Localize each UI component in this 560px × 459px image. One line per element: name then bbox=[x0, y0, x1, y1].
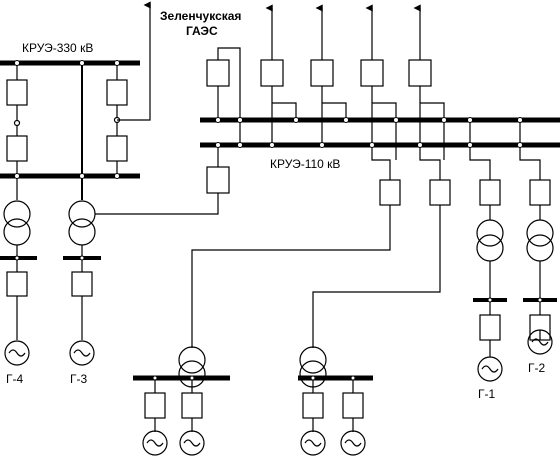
breaker-110-g2 bbox=[529, 179, 551, 206]
generator-g3 bbox=[69, 340, 95, 366]
label-station-line1: Зеленчукская bbox=[160, 9, 241, 23]
breaker-110-line3 bbox=[310, 59, 334, 87]
label-g1: Г-1 bbox=[478, 387, 495, 401]
transformer-g2-upper bbox=[526, 219, 554, 247]
breaker-bl2-a bbox=[302, 392, 324, 419]
breaker-110-g1 bbox=[479, 179, 501, 206]
transformer-g1-upper bbox=[476, 219, 504, 247]
transformer-g1-lower bbox=[476, 234, 504, 262]
breaker-110-line1 bbox=[206, 59, 230, 87]
autotransformer-link bbox=[95, 193, 219, 215]
breaker-g3 bbox=[71, 271, 93, 297]
breaker-330-bay2-bottom bbox=[106, 135, 128, 162]
generator-g4 bbox=[4, 340, 30, 366]
breaker-110-autotransformer bbox=[206, 166, 230, 194]
transformer-bl2-upper bbox=[299, 346, 327, 374]
generator-g2 bbox=[527, 329, 553, 355]
generator-bl2-b bbox=[340, 430, 366, 456]
label-kruz110: КРУЭ-110 кВ bbox=[270, 157, 340, 171]
breaker-110-line4 bbox=[360, 59, 384, 87]
breaker-330-bay1-top bbox=[6, 79, 28, 106]
breaker-bl1-a bbox=[144, 392, 166, 419]
label-g4: Г-4 bbox=[6, 372, 23, 386]
breaker-110-line2 bbox=[260, 59, 284, 87]
line-to-zelenchuk bbox=[117, 1, 151, 121]
breaker-110-feeder1 bbox=[379, 179, 401, 206]
generator-bl1-b bbox=[179, 430, 205, 456]
label-station-line2: ГАЭС bbox=[186, 24, 218, 38]
breaker-g4 bbox=[6, 271, 28, 297]
breaker-110-feeder2 bbox=[429, 179, 451, 206]
transformer-g2-lower bbox=[526, 234, 554, 262]
generator-g1 bbox=[477, 356, 503, 382]
transformer-g4-upper bbox=[3, 200, 31, 228]
label-g2: Г-2 bbox=[528, 361, 545, 375]
generator-bl1-a bbox=[142, 430, 168, 456]
breaker-330-bay1-bottom bbox=[6, 135, 28, 162]
breaker-330-bay2-top bbox=[106, 79, 128, 106]
transformer-bl1-upper bbox=[178, 346, 206, 374]
label-kruz330: КРУЭ-330 кВ bbox=[22, 41, 93, 55]
label-g3: Г-3 bbox=[70, 372, 87, 386]
transformer-g3-lower bbox=[68, 218, 96, 246]
breaker-g1 bbox=[479, 314, 501, 341]
breaker-110-line5 bbox=[408, 59, 432, 87]
generator-bl2-a bbox=[300, 430, 326, 456]
breaker-bl1-b bbox=[181, 392, 203, 419]
transformer-g4-lower bbox=[3, 218, 31, 246]
breaker-bl2-b bbox=[342, 392, 364, 419]
